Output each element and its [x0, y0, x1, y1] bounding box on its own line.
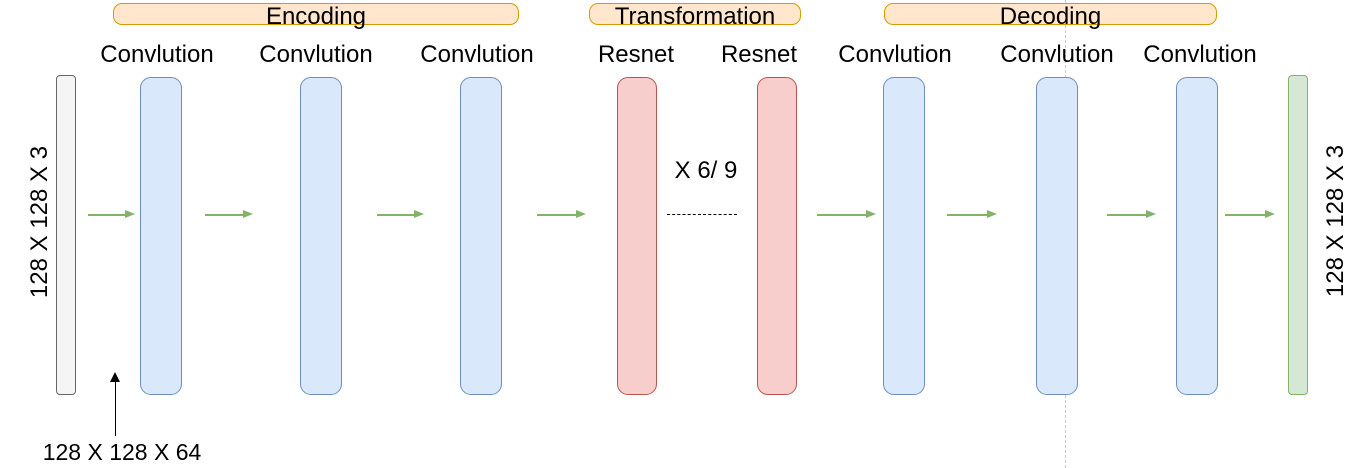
section-label: Transformation: [614, 3, 776, 30]
flow-arrow-3: [377, 210, 424, 218]
annotation-arrow-shaft: [115, 380, 116, 436]
section-badge-transformation: Transformation: [589, 3, 801, 29]
conv-layer-bar-5: [1036, 77, 1078, 395]
section-badge-decoding: Decoding: [884, 3, 1217, 29]
layer-label-conv2: Convlution: [259, 41, 373, 68]
conv-layer-bar-6: [1176, 77, 1218, 395]
flow-arrow-2: [205, 210, 253, 218]
flow-arrow-5: [817, 210, 876, 218]
layer-label-resnet2: Resnet: [720, 41, 798, 68]
layer-label-resnet1: Resnet: [597, 41, 675, 68]
flow-arrow-4: [537, 210, 586, 218]
flow-arrow-6: [947, 210, 997, 218]
layer-label-conv1: Convlution: [100, 41, 214, 68]
section-badge-encoding: Encoding: [113, 3, 519, 29]
conv-layer-bar-2: [300, 77, 342, 395]
resnet-layer-bar-1: [617, 77, 657, 395]
layer-label-conv6: Convlution: [1143, 41, 1257, 68]
flow-arrow-7: [1107, 210, 1156, 218]
resnet-repeat-dashed-line: [667, 214, 737, 215]
input-size-label: 128 X 128 X 3: [26, 145, 53, 299]
output-size-label: 128 X 128 X 3: [1322, 144, 1349, 298]
flow-arrow-1: [88, 210, 135, 218]
resnet-layer-bar-2: [757, 77, 797, 395]
resnet-repeat-label: X 6/ 9: [674, 157, 738, 184]
flow-arrow-8: [1225, 210, 1275, 218]
output-tensor-bar: [1288, 75, 1308, 395]
layer-label-conv4: Convlution: [838, 41, 952, 68]
section-label: Decoding: [999, 3, 1102, 30]
input-tensor-bar: [56, 75, 76, 395]
layer-label-conv3: Convlution: [420, 41, 534, 68]
section-label: Encoding: [265, 3, 367, 30]
conv-layer-bar-4: [883, 77, 925, 395]
annotation-arrow-head: [110, 372, 120, 382]
conv-layer-bar-1: [140, 77, 182, 395]
layer-label-conv5: Convlution: [1000, 41, 1114, 68]
first-layer-size-label: 128 X 128 X 64: [42, 439, 202, 465]
conv-layer-bar-3: [460, 77, 502, 395]
